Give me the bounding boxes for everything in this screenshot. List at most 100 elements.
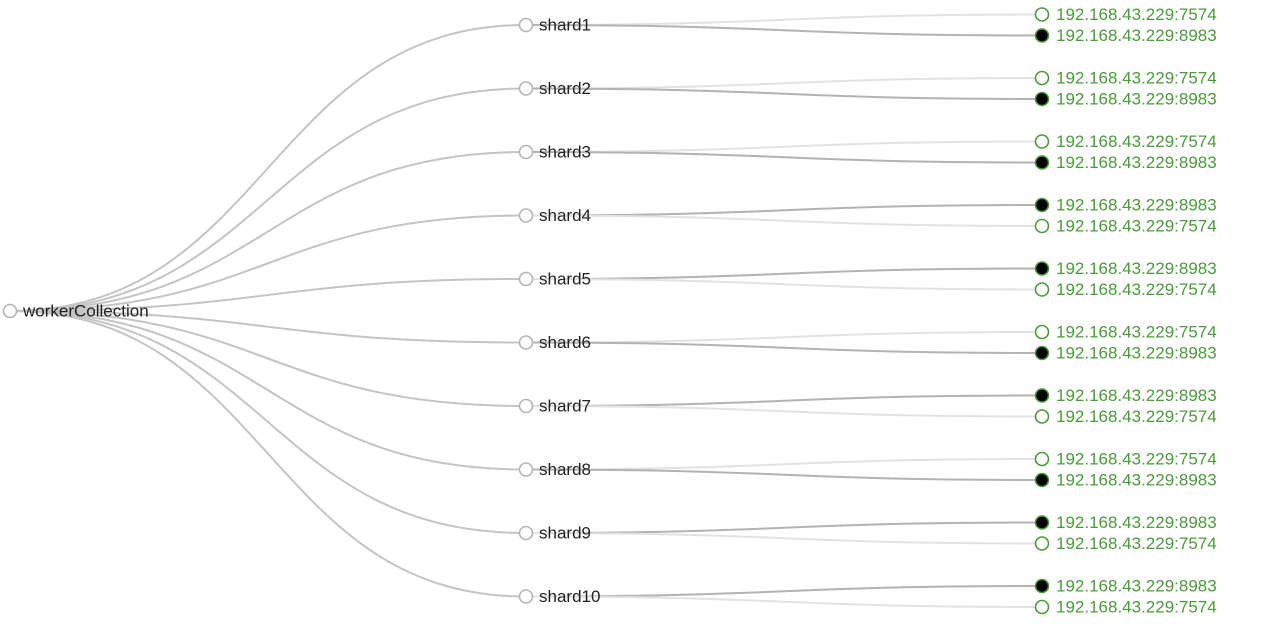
shard8-replica-node-1[interactable]: 192.168.43.229:7574	[1034, 449, 1217, 468]
shard1-replica-node-1[interactable]: 192.168.43.229:7574	[1034, 5, 1217, 24]
shard-circle[interactable]	[518, 17, 534, 33]
replica-circle[interactable]	[1034, 324, 1050, 340]
root-circle[interactable]	[2, 303, 18, 319]
replica-address: 192.168.43.229:7574	[1056, 534, 1217, 553]
link-shard5-replica-1	[525, 267, 1043, 280]
shard-circle[interactable]	[518, 271, 534, 287]
shard10-replica-node-2[interactable]: 192.168.43.229:7574	[1034, 597, 1217, 616]
replica-address: 192.168.43.229:8983	[1056, 386, 1217, 405]
shard-label: shard10	[539, 587, 600, 606]
replica-address: 192.168.43.229:8983	[1056, 343, 1217, 362]
link-shard9-replica-2	[525, 532, 1043, 545]
shard2-replica-node-1[interactable]: 192.168.43.229:7574	[1034, 68, 1217, 87]
shard1-replica-node-2[interactable]: 192.168.43.229:8983	[1034, 26, 1217, 45]
graph-links	[9, 13, 1043, 608]
shard9-replica-node-2[interactable]: 192.168.43.229:7574	[1034, 534, 1217, 553]
replica-address: 192.168.43.229:7574	[1056, 407, 1217, 426]
replica-circle[interactable]	[1034, 409, 1050, 424]
replica-address: 192.168.43.229:8983	[1056, 576, 1217, 595]
leader-replica-circle[interactable]	[1034, 197, 1050, 213]
leader-replica-circle[interactable]	[1034, 28, 1050, 43]
shard-label: shard2	[539, 79, 591, 98]
link-shard2-replica-1	[525, 77, 1043, 90]
leader-replica-circle[interactable]	[1034, 155, 1050, 170]
shard7-replica-node-1[interactable]: 192.168.43.229:8983	[1034, 386, 1217, 405]
replica-address: 192.168.43.229:7574	[1056, 132, 1217, 151]
shard4-replica-node-1[interactable]: 192.168.43.229:8983	[1034, 195, 1217, 214]
shard-node-shard10[interactable]: shard10	[518, 587, 601, 606]
link-shard5-replica-2	[525, 278, 1043, 291]
replica-circle[interactable]	[1034, 451, 1050, 467]
shard-circle[interactable]	[518, 144, 534, 160]
replica-circle[interactable]	[1034, 536, 1050, 551]
shard10-replica-node-1[interactable]: 192.168.43.229:8983	[1034, 576, 1217, 595]
shard-node-shard3[interactable]: shard3	[518, 142, 591, 161]
replica-circle[interactable]	[1034, 70, 1050, 86]
link-root-shard1	[9, 24, 527, 312]
root-node[interactable]: workerCollection	[2, 301, 149, 320]
replica-address: 192.168.43.229:7574	[1056, 216, 1217, 235]
shard-label: shard5	[539, 269, 591, 288]
shard-node-shard5[interactable]: shard5	[518, 269, 591, 288]
shard-circle[interactable]	[518, 525, 534, 541]
leader-replica-circle[interactable]	[1034, 578, 1050, 594]
graph-nodes: 192.168.43.229:7574 192.168.43.229:8983 sh…	[2, 5, 1217, 616]
shard5-replica-node-2[interactable]: 192.168.43.229:7574	[1034, 280, 1217, 299]
shard-node-shard1[interactable]: shard1	[518, 15, 591, 34]
replica-address: 192.168.43.229:7574	[1056, 322, 1217, 341]
replica-address: 192.168.43.229:7574	[1056, 449, 1217, 468]
replica-address: 192.168.43.229:8983	[1056, 259, 1217, 278]
collection-label: workerCollection	[22, 301, 149, 320]
shard-node-shard8[interactable]: shard8	[518, 460, 591, 479]
link-root-shard8	[9, 310, 527, 471]
replica-circle[interactable]	[1034, 282, 1050, 297]
replica-address: 192.168.43.229:7574	[1056, 597, 1217, 616]
link-root-shard10	[9, 310, 527, 598]
shard-node-shard7[interactable]: shard7	[518, 396, 591, 415]
shard-circle[interactable]	[518, 81, 534, 96]
shard5-replica-node-1[interactable]: 192.168.43.229:8983	[1034, 259, 1217, 278]
shard-circle[interactable]	[518, 589, 534, 604]
shard7-replica-node-2[interactable]: 192.168.43.229:7574	[1034, 407, 1217, 426]
shard-circle[interactable]	[518, 335, 534, 350]
shard-label: shard9	[539, 523, 591, 542]
link-shard10-replica-2	[525, 595, 1043, 608]
shard-circle[interactable]	[518, 398, 534, 414]
leader-replica-circle[interactable]	[1034, 472, 1050, 488]
shard-circle[interactable]	[518, 208, 534, 223]
shard4-replica-node-2[interactable]: 192.168.43.229:7574	[1034, 216, 1217, 235]
shard6-replica-node-1[interactable]: 192.168.43.229:7574	[1034, 322, 1217, 341]
shard-label: shard3	[539, 142, 591, 161]
shard9-replica-node-1[interactable]: 192.168.43.229:8983	[1034, 513, 1217, 532]
replica-circle[interactable]	[1034, 599, 1050, 615]
shard2-replica-node-2[interactable]: 192.168.43.229:8983	[1034, 89, 1217, 108]
shard3-replica-node-2[interactable]: 192.168.43.229:8983	[1034, 153, 1217, 172]
link-shard3-replica-2	[525, 151, 1043, 164]
replica-address: 192.168.43.229:8983	[1056, 26, 1217, 45]
replica-address: 192.168.43.229:8983	[1056, 470, 1217, 489]
replica-circle[interactable]	[1034, 134, 1050, 149]
shard-circle[interactable]	[518, 462, 534, 477]
replica-address: 192.168.43.229:7574	[1056, 280, 1217, 299]
link-root-shard7	[9, 310, 527, 407]
shard6-replica-node-2[interactable]: 192.168.43.229:8983	[1034, 343, 1217, 362]
shard-node-shard4[interactable]: shard4	[518, 206, 591, 225]
leader-replica-circle[interactable]	[1034, 91, 1050, 107]
replica-circle[interactable]	[1034, 7, 1050, 22]
link-root-shard2	[9, 87, 527, 312]
link-shard7-replica-1	[525, 394, 1043, 407]
leader-replica-circle[interactable]	[1034, 388, 1050, 403]
leader-replica-circle[interactable]	[1034, 345, 1050, 361]
shard3-replica-node-1[interactable]: 192.168.43.229:7574	[1034, 132, 1217, 151]
replica-address: 192.168.43.229:7574	[1056, 5, 1217, 24]
replica-circle[interactable]	[1034, 218, 1050, 234]
shard-node-shard6[interactable]: shard6	[518, 333, 591, 352]
link-root-shard6	[9, 310, 527, 344]
shard-node-shard2[interactable]: shard2	[518, 79, 591, 98]
link-root-shard3	[9, 151, 527, 312]
shard-node-shard9[interactable]: shard9	[518, 523, 591, 542]
leader-replica-circle[interactable]	[1034, 515, 1050, 530]
link-shard1-replica-2	[525, 24, 1043, 37]
shard8-replica-node-2[interactable]: 192.168.43.229:8983	[1034, 470, 1217, 489]
leader-replica-circle[interactable]	[1034, 261, 1050, 276]
